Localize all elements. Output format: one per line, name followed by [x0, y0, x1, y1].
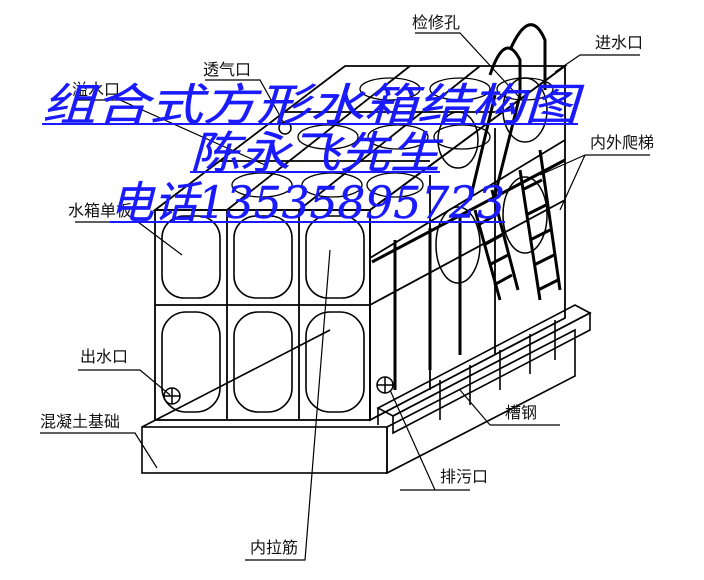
tank-body — [152, 64, 568, 422]
label-channel-steel: 槽钢 — [505, 403, 537, 422]
concrete-foundation — [141, 328, 576, 475]
overlay-text: 组合式方形水箱结构图 陈永飞先生 电话13535895723 — [42, 80, 586, 229]
vent-fitting — [278, 121, 292, 135]
label-outlet: 出水口 — [80, 347, 128, 366]
label-vent: 透气口 — [203, 60, 251, 79]
front-panel-windows — [161, 215, 365, 413]
label-drain: 排污口 — [440, 467, 488, 486]
overlay-phone: 电话13535895723 — [110, 178, 505, 229]
label-inlet: 进水口 — [595, 33, 643, 52]
label-overflow: 溢水口 — [72, 80, 120, 99]
side-panel-windows — [435, 77, 548, 284]
label-foundation: 混凝土基础 — [40, 412, 120, 431]
overlay-title: 组合式方形水箱结构图 — [42, 80, 585, 131]
label-panel: 水箱单板 — [68, 201, 132, 220]
channel-steel-beams — [376, 304, 592, 435]
internal-tie-bars — [371, 158, 566, 390]
ladders — [468, 23, 562, 301]
overlay-name: 陈永飞先生 — [190, 128, 443, 179]
label-tie-bar: 内拉筋 — [250, 538, 298, 557]
label-ladder: 内外爬梯 — [590, 133, 654, 152]
label-inspection-hole: 检修孔 — [412, 13, 460, 32]
leader-lines — [40, 32, 650, 561]
callout-labels: 检修孔 透气口 进水口 溢水口 内外爬梯 水箱单板 出水口 混凝土基础 槽钢 排… — [40, 13, 654, 557]
fittings — [163, 121, 394, 405]
